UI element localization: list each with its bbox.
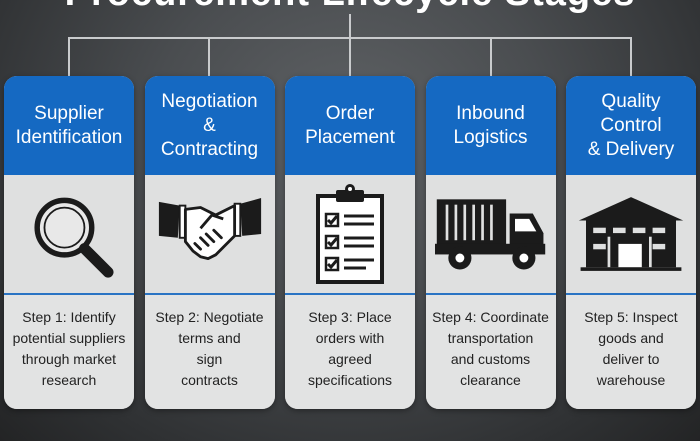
- diagram-title: Procurement Lifecycle Stages: [65, 0, 636, 14]
- step-description: Step 5: Inspect goods and deliver to war…: [566, 295, 696, 409]
- truck-icon: [425, 175, 556, 295]
- step-description: Step 1: Identify potential suppliers thr…: [4, 295, 134, 409]
- clipboard-checklist-icon: [285, 175, 415, 295]
- step-header: Order Placement: [285, 76, 415, 175]
- warehouse-icon-svg: [578, 197, 684, 271]
- step-card-2: Negotiation & Contracting Step 2: Negoti…: [144, 76, 275, 409]
- magnifying-glass-icon-svg: [34, 197, 114, 278]
- truck-icon-svg: [434, 199, 545, 270]
- step-header: Quality Control & Delivery: [566, 76, 696, 175]
- step-card-4: Inbound Logistics Step 4: Coordinate tra…: [425, 76, 556, 409]
- handshake-icon: [144, 175, 275, 295]
- step-card-5: Quality Control & Delivery Step 5: Inspe…: [566, 76, 696, 409]
- connector-drop-3: [349, 37, 351, 77]
- warehouse-icon: [566, 175, 696, 295]
- handshake-icon-svg: [158, 198, 261, 261]
- connector-drop-2: [208, 37, 210, 77]
- connector-drop-1: [68, 37, 70, 77]
- step-header: Inbound Logistics: [425, 76, 556, 175]
- clipboard-checklist-icon-svg: [316, 184, 384, 284]
- diagram-title-wrap: Procurement Lifecycle Stages: [0, 0, 700, 15]
- step-card-1: Supplier Identification Step 1: Identify…: [4, 76, 134, 409]
- connector-drop-4: [490, 37, 492, 77]
- step-description: Step 2: Negotiate terms and sign contrac…: [144, 295, 275, 409]
- step-header: Supplier Identification: [4, 76, 134, 175]
- step-description: Step 4: Coordinate transportation and cu…: [425, 295, 556, 409]
- step-card-3: Order Placement Step 3: Place orders wit…: [285, 76, 415, 409]
- step-header: Negotiation & Contracting: [144, 76, 275, 175]
- step-cards: Supplier Identification Step 1: Identify…: [4, 76, 696, 409]
- connector-trunk: [349, 14, 351, 38]
- connector-drop-5: [630, 37, 632, 77]
- step-description: Step 3: Place orders with agreed specifi…: [285, 295, 415, 409]
- magnifying-glass-icon: [4, 175, 134, 295]
